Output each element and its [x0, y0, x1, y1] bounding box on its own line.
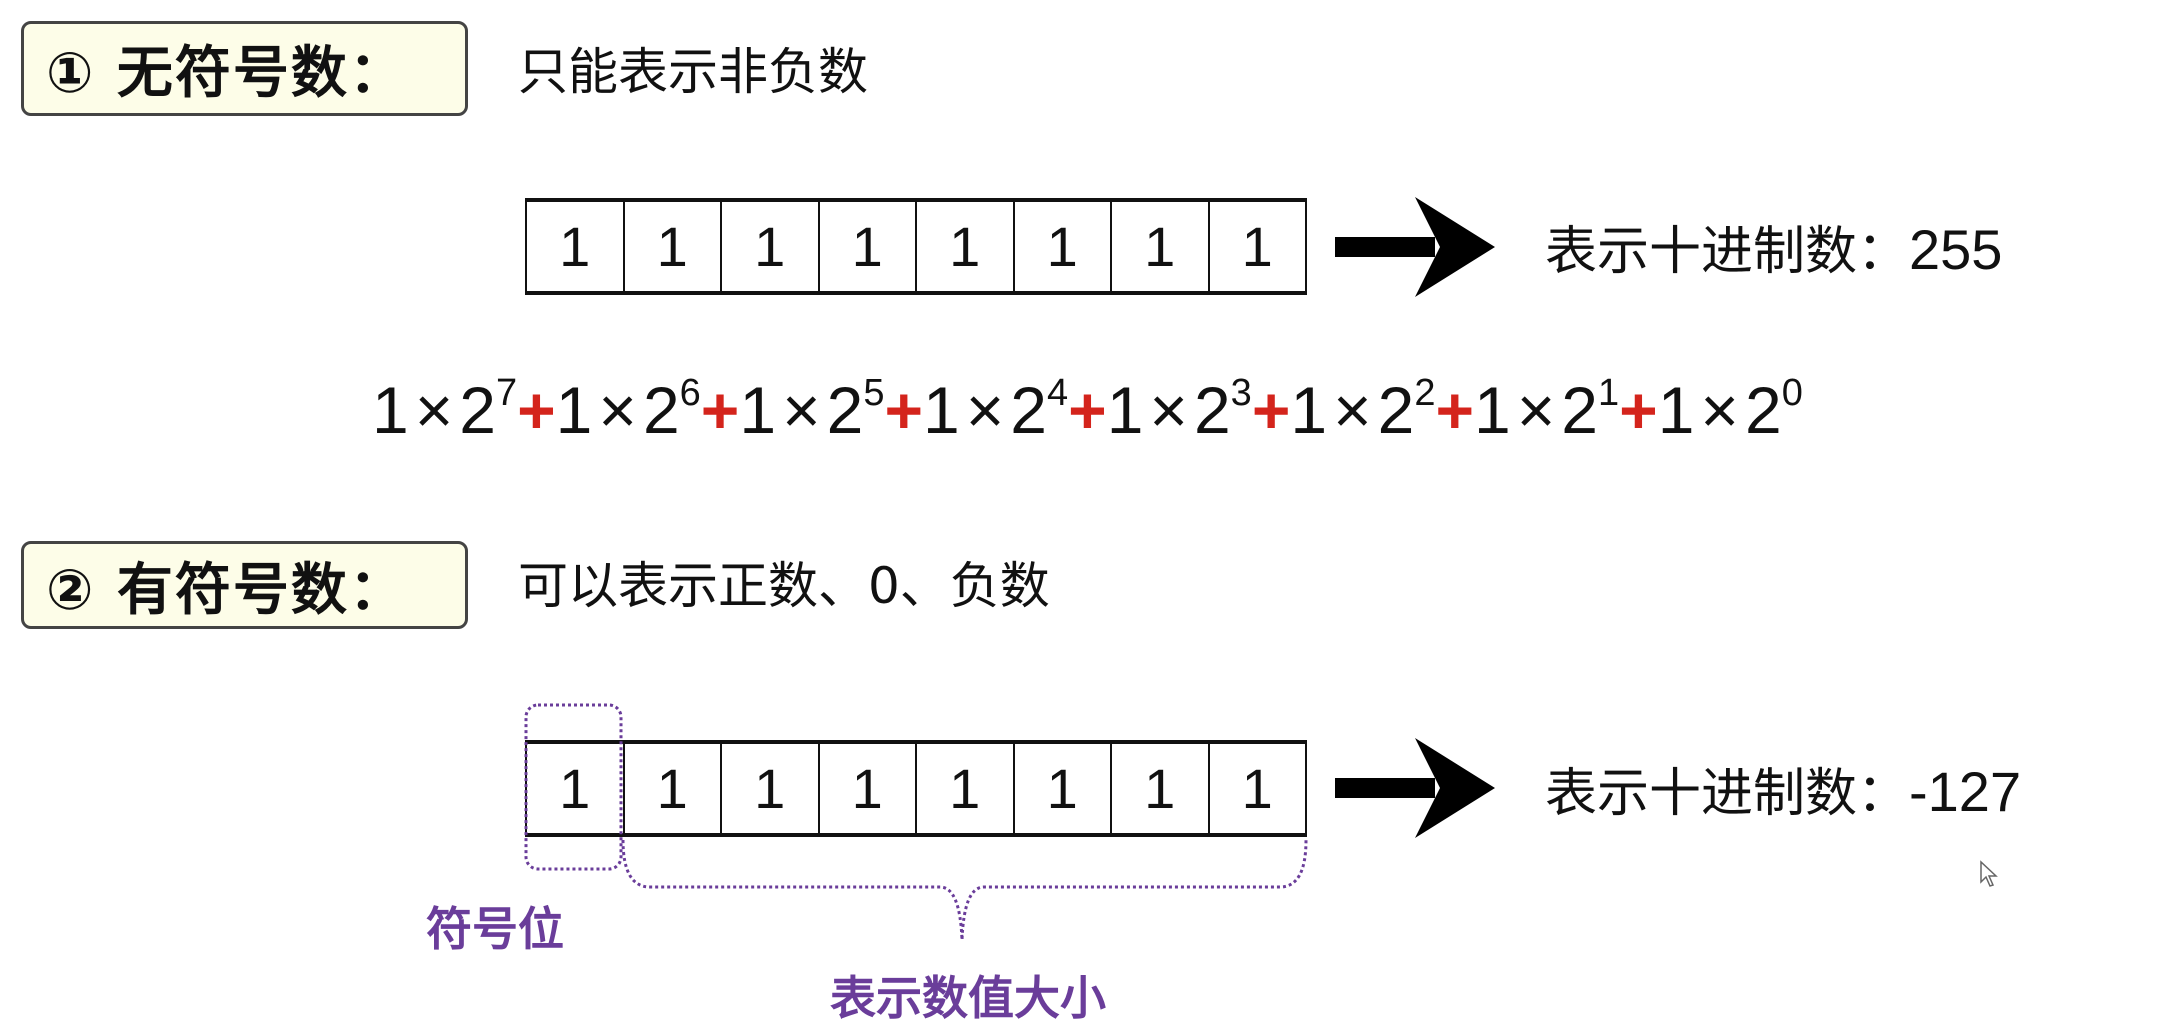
term-times: ×	[965, 373, 1005, 447]
sign-bit-label: 符号位	[426, 902, 564, 956]
bit-cell: 1	[1112, 744, 1210, 833]
plus-sign: +	[517, 373, 556, 447]
bit-cell: 1	[917, 744, 1015, 833]
unsigned-bit-row: 1 1 1 1 1 1 1 1	[525, 198, 1307, 295]
term-times: ×	[414, 373, 454, 447]
signed-result: 表示十进制数：-127	[1545, 760, 2022, 825]
bit-cell: 1	[917, 202, 1015, 291]
result-value: 255	[1909, 218, 2003, 281]
formula-term: 1×24	[923, 373, 1068, 447]
formula-term: 1×20	[1658, 373, 1803, 447]
term-times: ×	[1149, 373, 1188, 447]
term-coef: 1	[739, 373, 777, 447]
mouse-cursor-icon	[1980, 860, 1998, 887]
term-coef: 1	[1474, 373, 1511, 447]
term-exponent: 7	[495, 372, 518, 414]
term-coef: 1	[1657, 373, 1695, 447]
unsigned-heading: ① 无符号数：	[21, 21, 468, 116]
formula-term: 1×23	[1107, 373, 1252, 447]
term-coef: 1	[372, 373, 409, 447]
result-label: 表示十进制数：	[1545, 764, 1910, 824]
formula-term: 1×21	[1474, 373, 1619, 447]
magnitude-brace	[621, 839, 1308, 941]
unsigned-result: 表示十进制数：255	[1545, 218, 2003, 283]
term-exponent: 0	[1781, 372, 1803, 414]
term-coef: 1	[923, 373, 960, 447]
bit-cell: 1	[1015, 202, 1112, 291]
term-base: 2	[1377, 373, 1415, 447]
result-value: -127	[1909, 760, 2022, 823]
term-times: ×	[598, 373, 637, 447]
sign-bit-outline	[524, 703, 623, 871]
plus-sign: +	[884, 373, 924, 447]
bit-cell: 1	[1015, 744, 1112, 833]
formula-term: 1×26	[556, 373, 701, 447]
bit-cell: 1	[820, 202, 917, 291]
arrow-right-icon	[1335, 738, 1495, 838]
term-base: 2	[1744, 373, 1782, 447]
bit-cell: 1	[722, 744, 820, 833]
term-times: ×	[782, 373, 821, 447]
term-exponent: 4	[1047, 372, 1069, 414]
term-exponent: 2	[1414, 372, 1436, 414]
plus-sign: +	[1251, 373, 1291, 447]
term-coef: 1	[1290, 373, 1328, 447]
formula-term: 1×25	[739, 373, 884, 447]
magnitude-label: 表示数值大小	[830, 971, 1106, 1025]
formula-term: 1×27	[372, 373, 517, 447]
plus-sign: +	[700, 373, 740, 447]
bit-cell: 1	[625, 202, 722, 291]
arrow-right-icon	[1335, 197, 1495, 297]
term-base: 2	[642, 373, 680, 447]
result-label: 表示十进制数：	[1545, 222, 1910, 282]
term-exponent: 5	[863, 372, 885, 414]
signed-heading: ② 有符号数：	[21, 541, 468, 629]
bit-cell: 1	[527, 202, 625, 291]
term-base: 2	[826, 373, 864, 447]
term-times: ×	[1333, 373, 1372, 447]
term-exponent: 3	[1230, 372, 1252, 414]
term-times: ×	[1700, 373, 1739, 447]
plus-sign: +	[1619, 373, 1658, 447]
term-exponent: 6	[679, 372, 701, 414]
bit-cell: 1	[820, 744, 917, 833]
term-coef: 1	[555, 373, 593, 447]
term-base: 2	[1561, 373, 1599, 447]
term-coef: 1	[1106, 373, 1144, 447]
unsigned-description: 只能表示非负数	[518, 43, 868, 101]
plus-sign: +	[1068, 373, 1107, 447]
bit-cell: 1	[722, 202, 820, 291]
term-exponent: 1	[1598, 372, 1620, 414]
bit-cell: 1	[625, 744, 722, 833]
power-expansion-formula: 1×27+1×26+1×25+1×24+1×23+1×22+1×21+1×20	[372, 365, 1803, 455]
bit-cell: 1	[1210, 202, 1307, 291]
term-times: ×	[1516, 373, 1556, 447]
bit-cell: 1	[1112, 202, 1210, 291]
term-base: 2	[459, 373, 496, 447]
plus-sign: +	[1435, 373, 1475, 447]
signed-bit-row: 1 1 1 1 1 1 1 1	[525, 740, 1307, 837]
bit-cell: 1	[1210, 744, 1307, 833]
term-base: 2	[1193, 373, 1231, 447]
signed-description: 可以表示正数、0、负数	[518, 557, 1050, 615]
term-base: 2	[1010, 373, 1047, 447]
formula-term: 1×22	[1290, 373, 1435, 447]
sign-bit-cell: 1	[527, 744, 625, 833]
